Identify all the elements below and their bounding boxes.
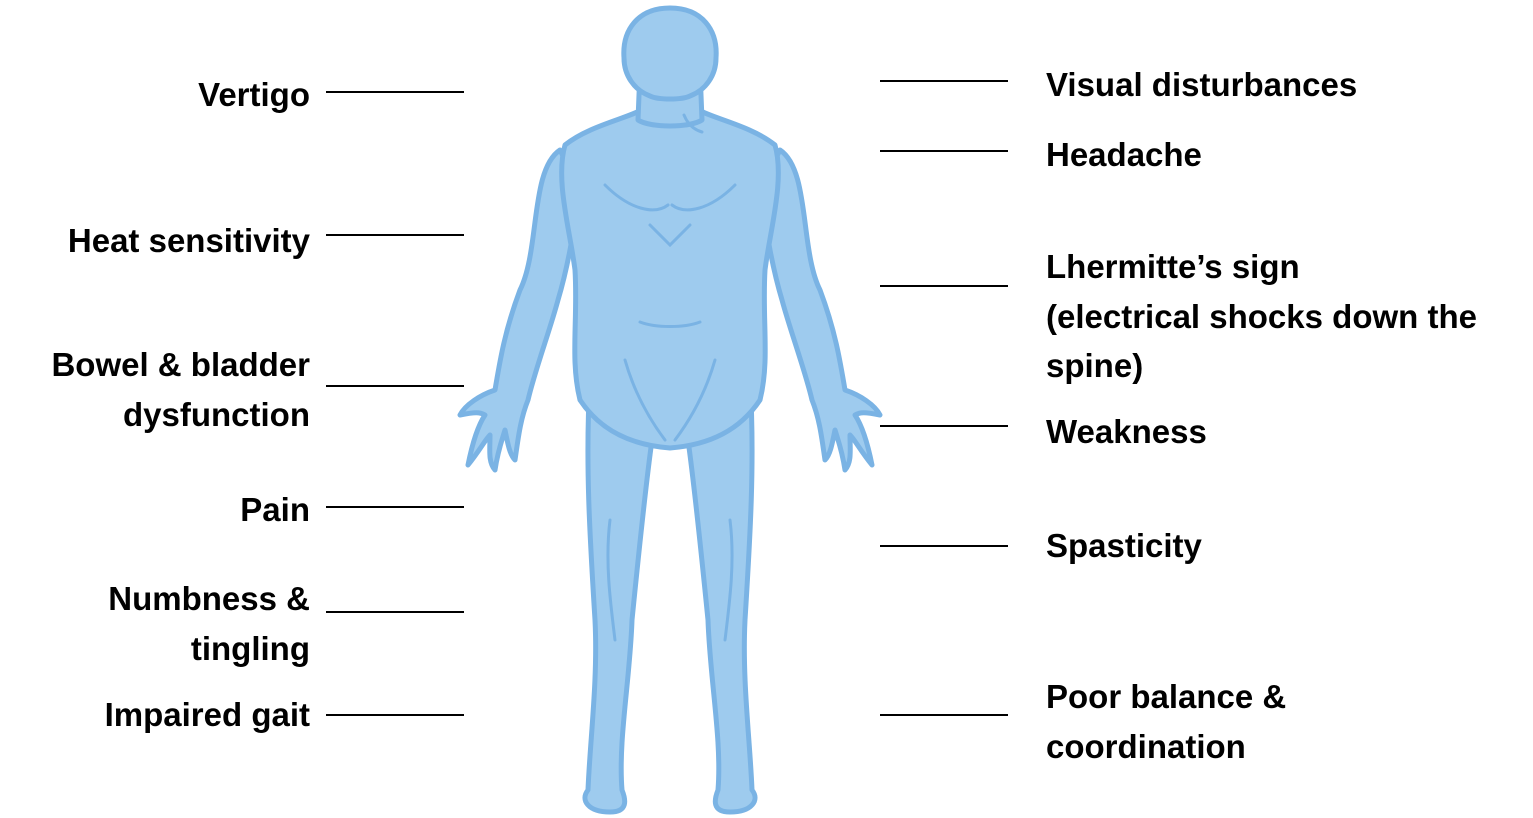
leader-line-vertigo [326,91,464,93]
label-vertigo-text: Vertigo [198,76,310,113]
label-poor-balance-line-2: coordination [1046,722,1286,772]
label-weakness-text: Weakness [1046,413,1207,450]
label-heat-sensitivity-text: Heat sensitivity [68,222,310,259]
label-spasticity-text: Spasticity [1046,527,1202,564]
leader-line-pain [326,506,464,508]
label-lhermitte-line-3: spine) [1046,341,1477,391]
label-poor-balance: Poor balance & coordination [1046,672,1286,771]
label-bowel-bladder-line-2: dysfunction [51,390,310,440]
label-headache: Headache [1046,130,1202,180]
leader-line-lhermitte [880,285,1008,287]
label-pain: Pain [240,485,310,535]
leader-line-spasticity [880,545,1008,547]
human-body-figure [440,0,900,818]
leader-line-weakness [880,425,1008,427]
label-numbness-line-2: tingling [108,624,310,674]
label-numbness-line-1: Numbness & [108,574,310,624]
leader-line-visual-disturbances [880,80,1008,82]
leader-line-bowel-bladder [326,385,464,387]
leader-line-impaired-gait [326,714,464,716]
label-lhermittes-sign: Lhermitte’s sign (electrical shocks down… [1046,242,1477,391]
label-impaired-gait: Impaired gait [105,690,310,740]
label-visual-disturbances-text: Visual disturbances [1046,66,1357,103]
label-poor-balance-line-1: Poor balance & [1046,672,1286,722]
leader-line-heat-sensitivity [326,234,464,236]
label-pain-text: Pain [240,491,310,528]
leader-line-poor-balance [880,714,1008,716]
label-headache-text: Headache [1046,136,1202,173]
label-visual-disturbances: Visual disturbances [1046,60,1357,110]
label-weakness: Weakness [1046,407,1207,457]
label-spasticity: Spasticity [1046,521,1202,571]
leader-line-headache [880,150,1008,152]
label-numbness-tingling: Numbness & tingling [108,574,310,673]
leader-line-numbness [326,611,464,613]
label-lhermitte-line-2: (electrical shocks down the [1046,292,1477,342]
label-bowel-bladder-line-1: Bowel & bladder [51,340,310,390]
label-heat-sensitivity: Heat sensitivity [68,216,310,266]
label-lhermitte-line-1: Lhermitte’s sign [1046,242,1477,292]
label-vertigo: Vertigo [198,70,310,120]
label-impaired-gait-text: Impaired gait [105,696,310,733]
human-body-icon [440,0,900,818]
label-bowel-bladder: Bowel & bladder dysfunction [51,340,310,439]
